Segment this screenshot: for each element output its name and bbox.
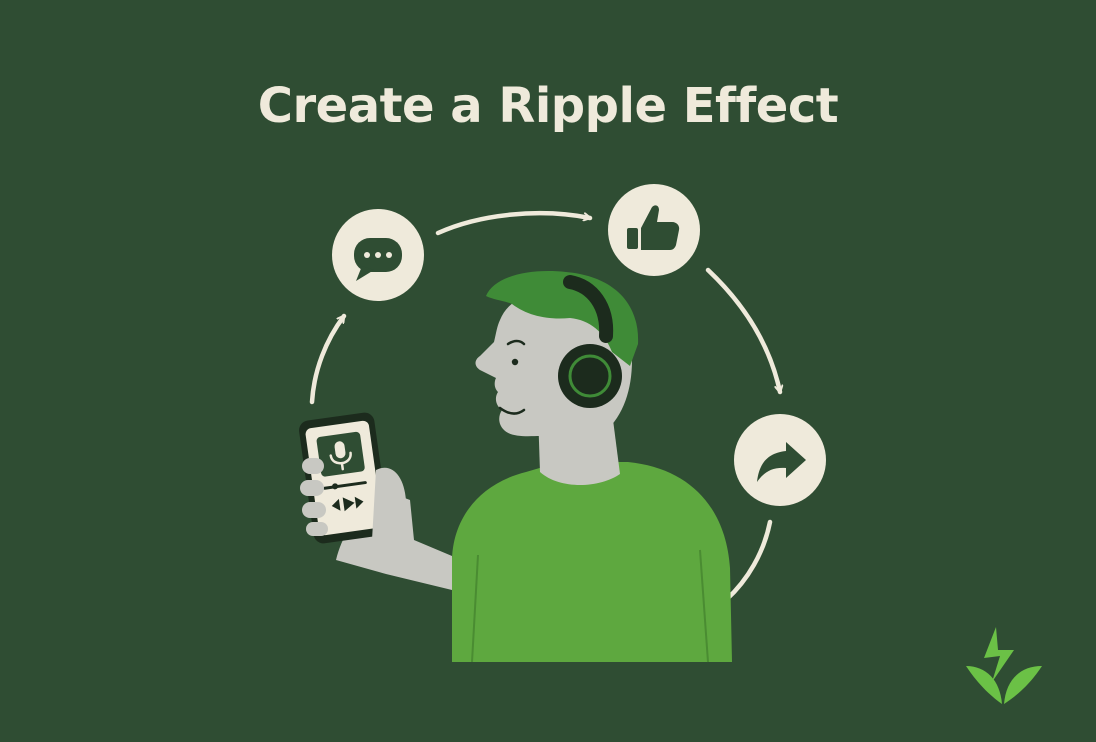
microphone-icon	[329, 441, 352, 471]
arrow-chat-to-like	[435, 210, 593, 236]
arrow-like-to-share	[705, 267, 780, 395]
person-head	[475, 290, 632, 449]
chat-circle	[332, 209, 424, 301]
cycle-arrows	[309, 210, 780, 603]
person-shirt	[452, 462, 732, 662]
arrow-share-down	[723, 519, 773, 603]
chat-bubble-icon	[354, 238, 402, 281]
page-title: Create a Ripple Effect	[257, 78, 839, 134]
arrow-phone-to-chat	[309, 313, 347, 405]
play-icon	[342, 497, 355, 512]
hand	[300, 458, 410, 556]
headphones-icon	[558, 275, 622, 408]
leaf-lightning-logo	[966, 627, 1042, 704]
share-circle	[734, 414, 826, 506]
person-illustration	[336, 271, 732, 663]
thumbs-up-icon	[627, 205, 680, 250]
like-circle	[608, 184, 700, 276]
share-arrow-icon	[757, 442, 806, 482]
phone-illustration	[299, 412, 410, 556]
